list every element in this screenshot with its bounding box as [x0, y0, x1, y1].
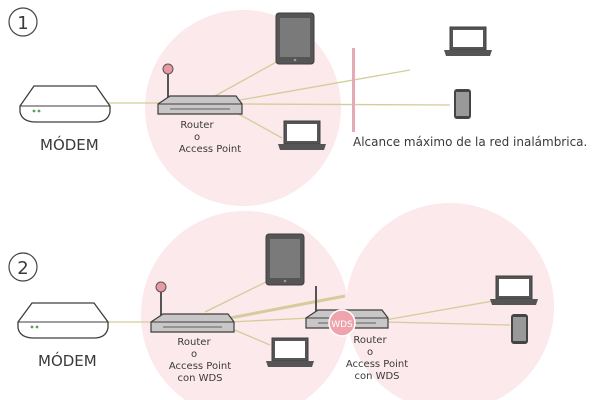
step-number: 1 [17, 13, 28, 34]
repeater-label-line: Access Point [346, 359, 408, 370]
step-number: 2 [17, 258, 28, 279]
modem-label: MÓDEM [38, 351, 97, 370]
router-label-line: Access Point [169, 361, 231, 372]
wds-badge: WDS [328, 309, 356, 337]
tablet-link [204, 279, 271, 313]
laptop-icon [490, 275, 538, 305]
router-label-line: o [194, 132, 200, 143]
repeater-label-line: o [367, 347, 373, 358]
router-label-line: Router [180, 120, 214, 131]
tablet-link [214, 59, 281, 97]
wds-badge-text: WDS [331, 320, 353, 330]
router-label-line: con WDS [177, 373, 222, 384]
modem-icon [19, 85, 111, 123]
laptop-icon [278, 120, 326, 150]
router-label-line: Router [177, 337, 211, 348]
wds-link [229, 294, 346, 320]
laptop-link [229, 327, 271, 346]
smartphone-icon [454, 89, 471, 119]
far-laptop-link [384, 297, 511, 321]
modem-label: MÓDEM [40, 135, 99, 154]
step-number-badge [8, 7, 38, 37]
modem-icon [17, 302, 109, 339]
router-icon [157, 63, 243, 115]
smartphone-icon [511, 314, 528, 344]
tablet-icon [265, 233, 305, 286]
laptop-icon [444, 26, 492, 56]
tablet-icon [275, 12, 315, 65]
step-number-badge [8, 252, 38, 282]
scenario-2: 2 MÓDEM Router o Access Point con [8, 203, 554, 400]
router-label-line: Access Point [179, 144, 241, 155]
far-laptop-link [239, 69, 411, 101]
range-limit-bar [352, 48, 355, 132]
far-phone-link [384, 321, 511, 326]
repeater-label-line: Router [353, 335, 387, 346]
laptop-icon [266, 337, 314, 367]
laptop-link [234, 111, 283, 139]
scenario-1: 1 MÓDEM Router o Access Point [8, 7, 587, 206]
far-phone-link [239, 103, 451, 106]
router-label-line: o [191, 349, 197, 360]
repeater-label-line: con WDS [354, 371, 399, 382]
wds-link-lower [229, 317, 311, 323]
repeater-range-area [346, 203, 554, 400]
range-label: Alcance máximo de la red inalámbrica. [353, 135, 587, 149]
router-icon [150, 281, 235, 333]
